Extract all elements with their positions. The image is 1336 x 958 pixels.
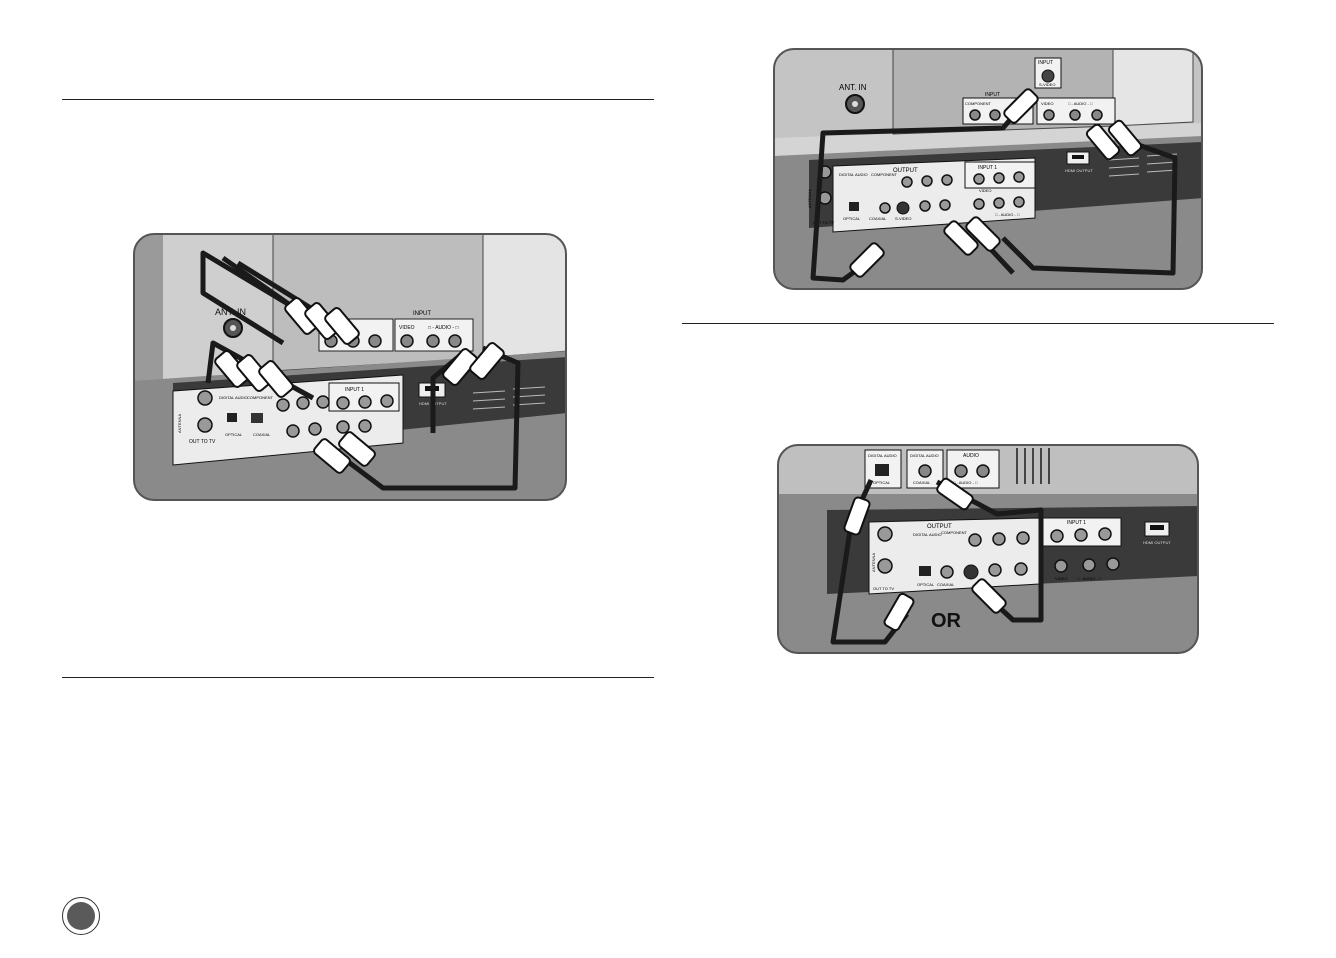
amp-audio-label: AUDIO xyxy=(963,453,979,459)
rec-antenna-label: ANTENNA xyxy=(177,414,182,433)
rec-coaxial-label: COAXIAL xyxy=(937,582,955,587)
rec-input1-label: INPUT 1 xyxy=(1067,520,1086,526)
rec-video-label: VIDEO xyxy=(979,188,991,193)
rec-component-label: COMPONENT xyxy=(247,395,274,400)
rec-coaxial-label: COAXIAL xyxy=(869,216,887,221)
tv-input-label: INPUT xyxy=(413,311,431,317)
rec-optical-label: OPTICAL xyxy=(225,432,243,437)
rec-output-label: OUTPUT xyxy=(893,168,918,174)
tv-input-label: INPUT xyxy=(985,92,1000,98)
rec-audio-label: □ - AUDIO - □ xyxy=(995,212,1020,217)
svideo-cable xyxy=(810,91,1035,283)
rec-input1-label: INPUT 1 xyxy=(345,387,364,393)
tv-audio-label: □ - AUDIO - □ xyxy=(428,325,459,331)
rec-video-label: VIDEO xyxy=(1055,576,1067,581)
rec-component-label: COMPONENT xyxy=(871,172,898,177)
rec-output-label: OUTPUT xyxy=(927,524,952,530)
rec-antenna-label: ANTENNA xyxy=(871,553,876,572)
rec-out-to-tv-label: OUT TO TV xyxy=(189,439,216,445)
tv-video-label: VIDEO xyxy=(399,325,415,331)
rec-coaxial-label: COAXIAL xyxy=(253,432,271,437)
rec-optical-label: OPTICAL xyxy=(843,216,861,221)
tv-audio-label: □ - AUDIO - □ xyxy=(1068,101,1093,106)
or-label: OR xyxy=(931,610,962,632)
rec-hdmi-label: HDMI OUTPUT xyxy=(1065,168,1093,173)
rec-audio-label: □ - AUDIO - □ xyxy=(1077,576,1102,581)
rec-hdmi-label: HDMI OUTPUT xyxy=(1143,540,1171,545)
rec-optical-label: OPTICAL xyxy=(917,582,935,587)
amp-optical-label: OPTICAL xyxy=(873,480,891,485)
figure-video-connection: ANT. IN INPUT VIDEO □ - AUDIO - □ INPUT … xyxy=(133,233,567,501)
rec-digital-audio-label: DIGITAL AUDIO xyxy=(839,172,868,177)
ant-in-label: ANT. IN xyxy=(839,83,867,92)
rec-svideo-label: S-VIDEO xyxy=(895,216,911,221)
rec-digital-audio-label: DIGITAL AUDIO xyxy=(913,532,942,537)
figure-svideo-connection: ANT. IN INPUT S-VIDEO INPUT COMPONENT VI… xyxy=(773,48,1203,290)
figure-digital-audio-connection: DIGITAL AUDIO OPTICAL DIGITAL AUDIO COAX… xyxy=(777,444,1199,654)
amp-coaxial-label: COAXIAL xyxy=(913,480,931,485)
amp-digital-audio-coax-label: DIGITAL AUDIO xyxy=(910,453,939,458)
video-cable-loop xyxy=(200,250,305,346)
rec-out-to-tv-label: OUT TO TV xyxy=(813,220,834,225)
tv-video-label: VIDEO xyxy=(1041,101,1053,106)
rule-bottom-left xyxy=(62,677,654,678)
audio-cable xyxy=(1001,140,1178,276)
rule-top-left xyxy=(62,99,654,100)
rec-component-label: COMPONENT xyxy=(941,530,968,535)
page-number-badge xyxy=(62,897,100,935)
rule-right xyxy=(682,323,1274,324)
rec-out-to-tv-label: OUT TO TV xyxy=(873,586,894,591)
amp-audio-lr-label: □ - AUDIO - □ xyxy=(953,480,978,485)
tv-input-top-label: INPUT xyxy=(1038,60,1053,66)
coaxial-cable xyxy=(935,479,1044,623)
rec-antenna-label: ANTENNA xyxy=(807,189,812,208)
tv-svideo-label: S-VIDEO xyxy=(1039,82,1055,87)
rec-digital-audio-label: DIGITAL AUDIO xyxy=(219,395,248,400)
tv-component-label: COMPONENT xyxy=(965,101,992,106)
rec-input1-label: INPUT 1 xyxy=(978,165,997,171)
amp-digital-audio-label: DIGITAL AUDIO xyxy=(868,453,897,458)
